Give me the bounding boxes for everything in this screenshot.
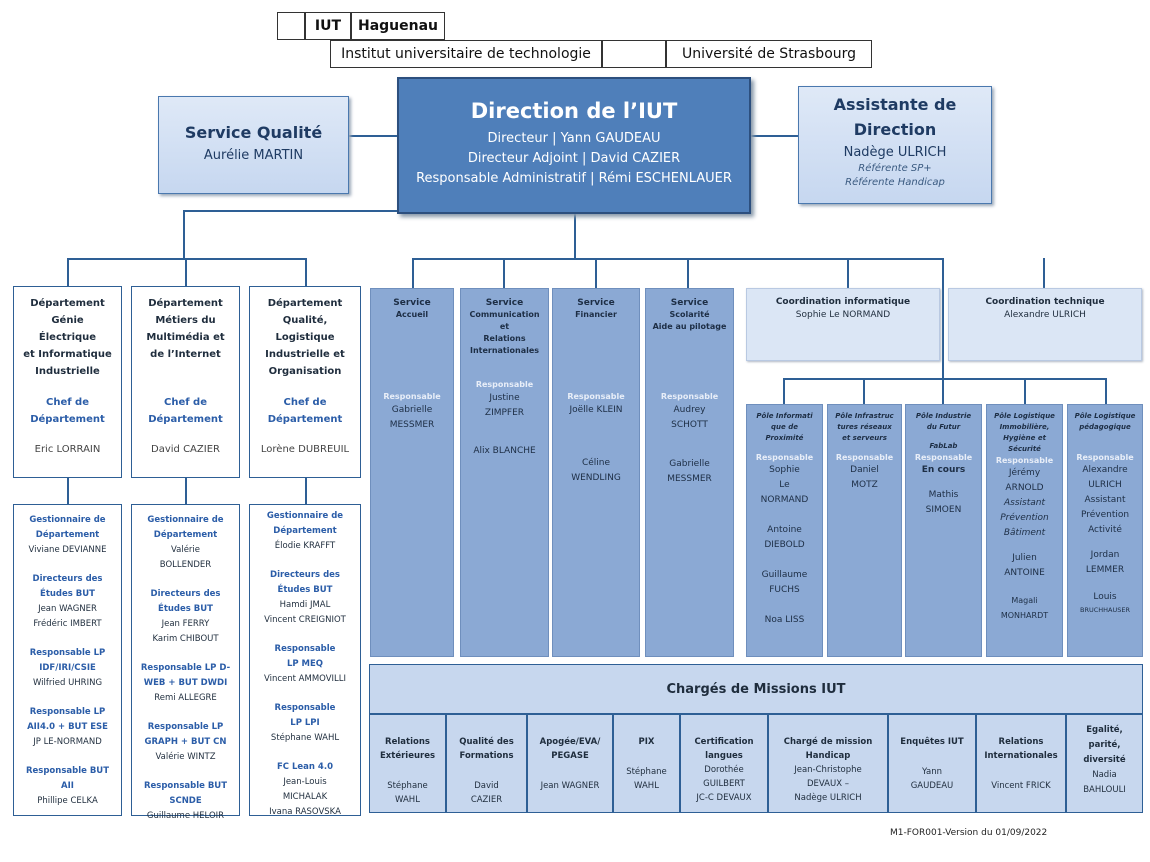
- staff-name: Élodie KRAFFT: [274, 541, 336, 551]
- assistant-box: Assistante de Direction Nadège ULRICH Ré…: [798, 86, 992, 204]
- direction-box: Direction de l’IUT Directeur | Yann GAUD…: [397, 77, 751, 214]
- assistant-role-1: Référente SP+: [858, 163, 932, 174]
- header-gap: [602, 40, 666, 68]
- staff-name: Karim CHIBOUT: [152, 634, 219, 644]
- staff-name: JP LE-NORMAND: [33, 737, 102, 747]
- assistant-name: Nadège ULRICH: [843, 145, 947, 160]
- staff-role: FC Lean 4.0: [277, 762, 333, 772]
- staff-name: Vincent CREIGNIOT: [264, 615, 346, 625]
- assistant-role-2: Référente Handicap: [845, 177, 945, 188]
- staff-name: Viviane DEVIANNE: [28, 545, 107, 555]
- direction-line-3: Responsable Administratif | Rémi ESCHENL…: [416, 171, 732, 186]
- staff-name: Guillaume HELOIR: [146, 811, 225, 821]
- staff-name: Frédéric IMBERT: [33, 619, 102, 629]
- staff-name: Remi ALLEGRE: [154, 693, 217, 703]
- staff-name: Jean-Louis: [283, 777, 327, 787]
- staff-name: Jean WAGNER: [38, 604, 97, 614]
- coordination-informatique: Coordination informatique Sophie Le NORM…: [746, 288, 940, 361]
- staff-name: Hamdi JMAL: [279, 600, 331, 610]
- missions-title: Chargés de Missions IUT: [369, 664, 1143, 714]
- header-institut: Institut universitaire de technologie: [330, 40, 602, 68]
- staff-name: Ivana RASOVSKA: [269, 807, 341, 817]
- mission-apogee: Apogée/EVA/PEGASE Jean WAGNER: [527, 714, 613, 813]
- direction-line-1: Directeur | Yann GAUDEAU: [487, 131, 661, 146]
- staff-name: MICHALAK: [282, 792, 328, 802]
- staff-name: Stéphane WAHL: [270, 733, 340, 743]
- staff-name: Vincent AMMOVILLI: [263, 674, 347, 684]
- department-chef-name: Eric LORRAIN: [34, 444, 101, 455]
- staff-name: Valérie WINTZ: [155, 752, 216, 762]
- header-spacer: [277, 12, 305, 40]
- coordination-technique: Coordination technique Alexandre ULRICH: [948, 288, 1142, 361]
- department-chef-name: David CAZIER: [151, 444, 220, 455]
- staff-name: BOLLENDER: [159, 560, 212, 570]
- header-iut: IUT: [305, 12, 351, 40]
- direction-line-2: Directeur Adjoint | David CAZIER: [467, 151, 681, 166]
- department-chef-name: Lorène DUBREUIL: [260, 444, 350, 455]
- assistant-title-2: Direction: [853, 120, 937, 139]
- direction-title: Direction de l’IUT: [470, 99, 678, 123]
- quality-name: Aurélie MARTIN: [203, 148, 304, 163]
- staff-role: Responsable LP D-WEB + BUT DWDI: [140, 663, 231, 688]
- footer-version: M1-FOR001-Version du 01/09/2022: [890, 828, 1048, 838]
- staff-name: Jean FERRY: [161, 619, 210, 629]
- staff-name: Wilfried UHRING: [32, 678, 103, 688]
- quality-title: Service Qualité: [184, 123, 323, 142]
- assistant-title-1: Assistante de: [833, 95, 957, 114]
- staff-name: Valérie: [170, 545, 201, 555]
- header-city: Haguenau: [351, 12, 445, 40]
- quality-box: Service Qualité Aurélie MARTIN: [158, 96, 349, 194]
- staff-name: Phillipe CELKA: [37, 796, 98, 806]
- header-universite: Université de Strasbourg: [666, 40, 872, 68]
